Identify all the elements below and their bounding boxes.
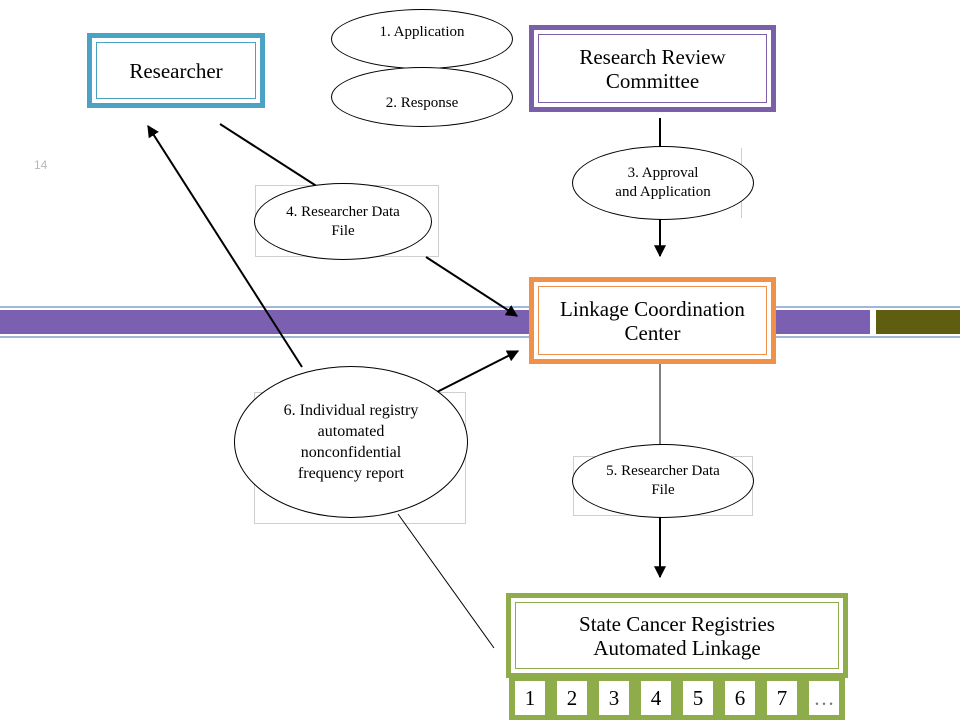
researcher-file5-line-2: File (651, 482, 675, 498)
report-line-3: nonconfidential (300, 444, 402, 461)
report-ellipse: 6. Individual registry automated nonconf… (234, 366, 468, 518)
registry-cell-7: 7 (761, 674, 803, 720)
linkage-box: Linkage Coordination Center (529, 277, 776, 364)
report-line-2: automated (317, 423, 385, 440)
committee-box: Research Review Committee (529, 25, 776, 112)
arrow-report-to-researcher (147, 124, 303, 368)
researcher-file5-line-1: 5. Researcher Data (606, 463, 720, 479)
linkage-line-1: Linkage Coordination (560, 296, 745, 321)
page-number: 14 (34, 158, 48, 172)
response-label: 2. Response (385, 94, 459, 111)
divider-line-bottom (0, 336, 960, 338)
registry-cell-5: 5 (677, 674, 719, 720)
registry-cell-6: 6 (719, 674, 761, 720)
registry-cell-more: … (803, 674, 845, 720)
researcher-file-line-2: File (331, 222, 355, 239)
researcher-file-line-1: 4. Researcher Data (286, 203, 400, 220)
olive-block (876, 310, 960, 334)
arrow-report-to-linkage (436, 350, 520, 393)
registry-cell-1: 1 (509, 674, 551, 720)
linkage-line-2: Center (624, 320, 681, 345)
committee-line-2: Committee (605, 68, 700, 93)
application-ellipse: 1. Application (331, 9, 513, 69)
line-report-to-registries (397, 513, 495, 649)
registries-box: State Cancer Registries Automated Linkag… (506, 593, 848, 678)
researcher-file-ellipse: 4. Researcher Data File (254, 183, 432, 260)
registries-label: State Cancer Registries Automated Linkag… (515, 602, 839, 669)
registry-cell-2: 2 (551, 674, 593, 720)
response-ellipse: 2. Response (331, 67, 513, 127)
arrow-file4-to-linkage (425, 256, 519, 317)
application-label: 1. Application (379, 23, 465, 40)
approval-line-2: and Application (615, 184, 711, 200)
registry-cell-3: 3 (593, 674, 635, 720)
committee-label: Research Review Committee (538, 34, 767, 103)
report-line-4: frequency report (297, 465, 405, 482)
divider-line-top (0, 306, 960, 308)
approval-line-1: 3. Approval (627, 165, 699, 181)
approval-ellipse: 3. Approval and Application (572, 146, 754, 220)
researcher-box: Researcher (87, 33, 265, 108)
researcher-file5-ellipse: 5. Researcher Data File (572, 444, 754, 518)
committee-line-1: Research Review (579, 44, 726, 69)
researcher-label: Researcher (96, 42, 256, 99)
linkage-label: Linkage Coordination Center (538, 286, 767, 355)
line-researcher-to-file4 (219, 123, 319, 188)
registry-cell-4: 4 (635, 674, 677, 720)
report-line-1: 6. Individual registry (283, 402, 419, 419)
registries-line-1: State Cancer Registries (579, 611, 775, 636)
registries-line-2: Automated Linkage (593, 635, 761, 660)
